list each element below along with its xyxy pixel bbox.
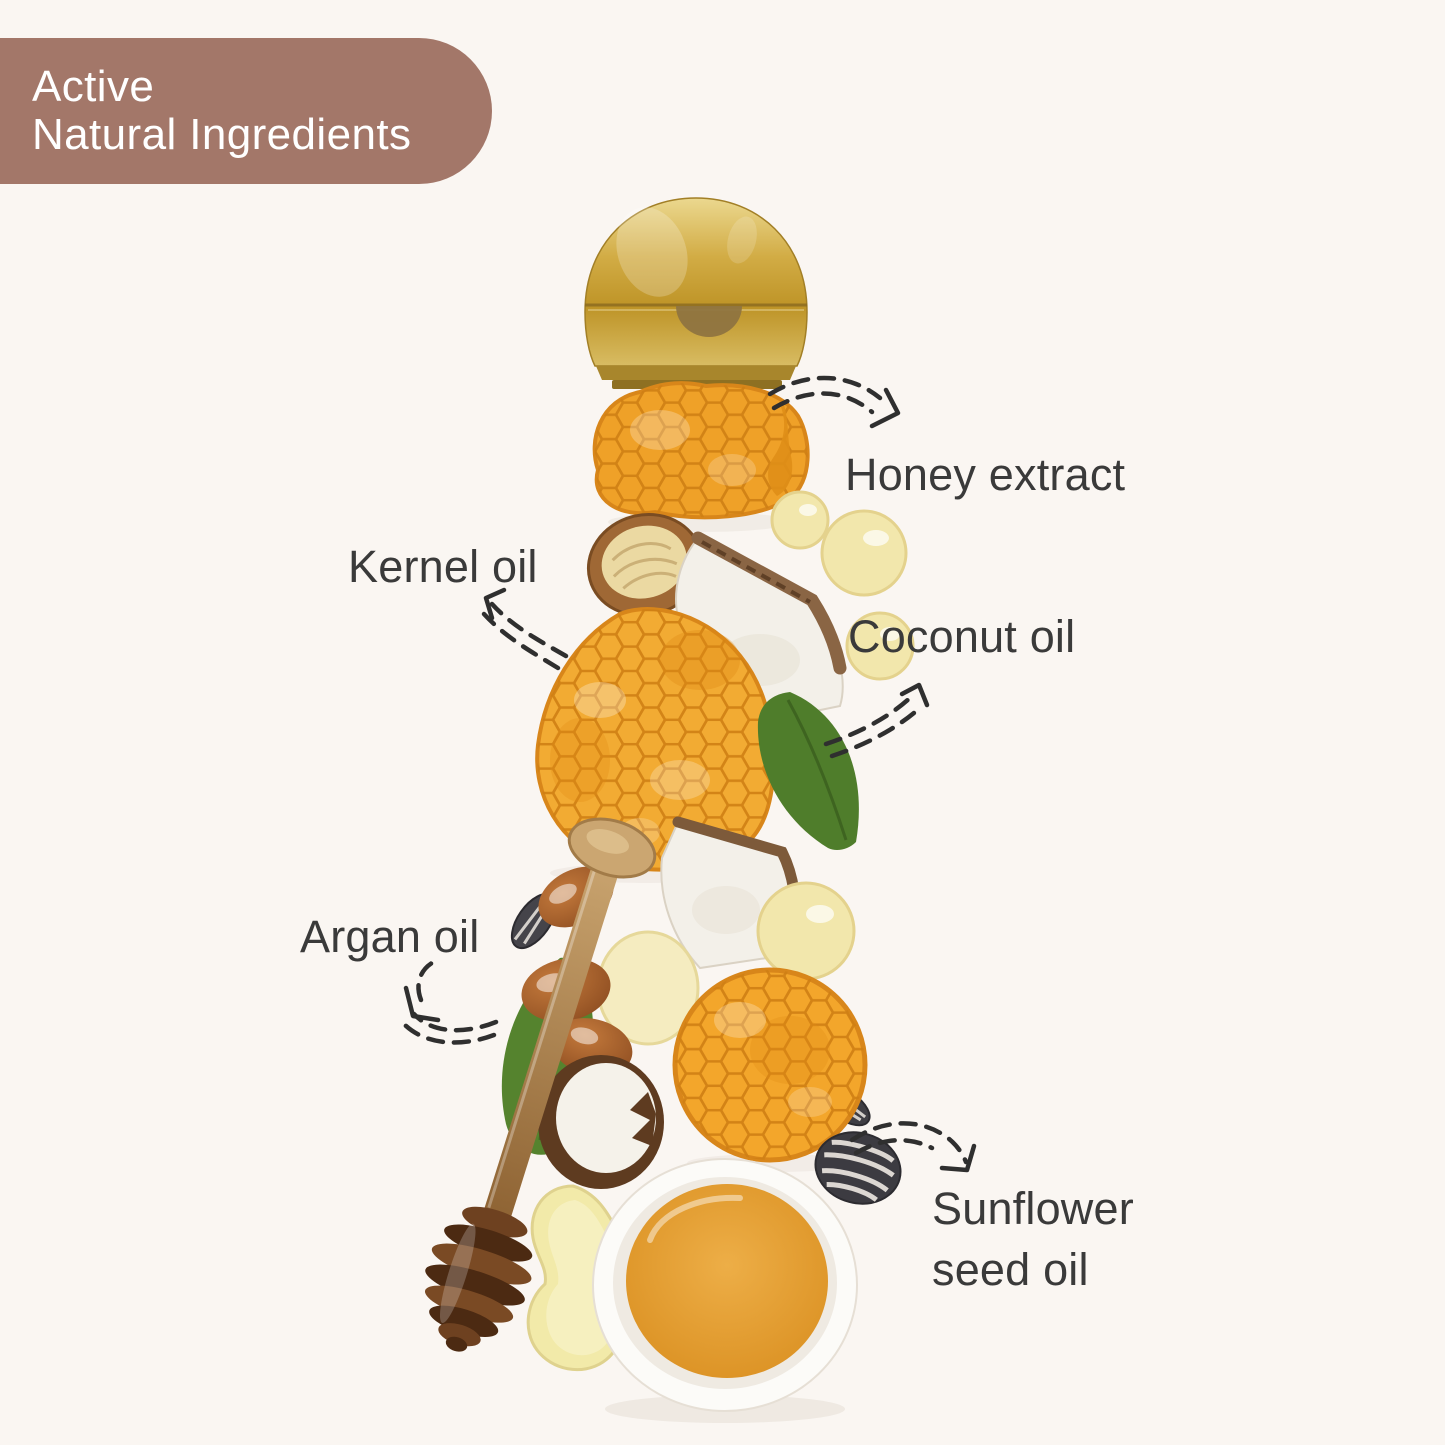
honeycomb-chunk-image: [535, 607, 776, 872]
arrow-kernel-oil: [481, 587, 569, 671]
label-sunflower-seed-oil: Sunflower seed oil: [932, 1183, 1134, 1296]
arrow-coconut-oil: [823, 682, 930, 759]
title-badge: Active Natural Ingredients: [0, 38, 492, 184]
coconut-piece2-image: [660, 816, 801, 970]
label-coconut-oil: Coconut oil: [848, 611, 1076, 662]
arrow-honey-extract: [767, 375, 901, 429]
label-argan-oil: Argan oil: [300, 911, 480, 962]
label-kernel-oil: Kernel oil: [348, 541, 538, 592]
green-leaf-right-image: [757, 692, 859, 850]
arrow-argan-oil: [399, 957, 499, 1045]
honeycomb-disc-image: [672, 967, 868, 1163]
wooden-honey-dipper-image: [424, 817, 657, 1352]
badge-line2: Natural Ingredients: [32, 110, 412, 159]
oil-droplet-large: [756, 881, 856, 981]
oil-droplet-icons: [770, 490, 915, 681]
honey-bowl-image: [592, 1158, 858, 1412]
arrow-sunflower-seed-oil: [849, 1121, 977, 1173]
honeycomb-piece-image: [592, 381, 810, 520]
badge-line1: Active: [32, 61, 155, 111]
coconut-shell-half-image: [538, 1055, 664, 1189]
label-honey-extract: Honey extract: [845, 449, 1126, 500]
gold-bottle-cap-image: [584, 197, 808, 389]
